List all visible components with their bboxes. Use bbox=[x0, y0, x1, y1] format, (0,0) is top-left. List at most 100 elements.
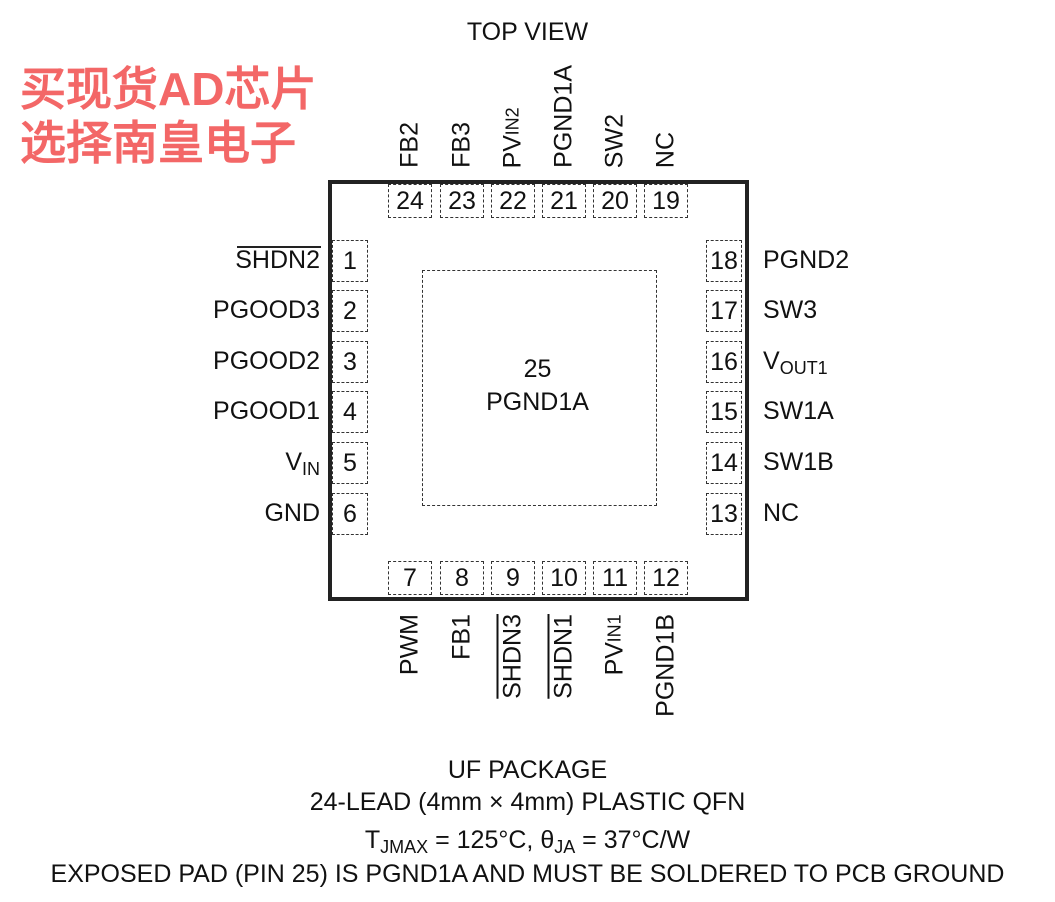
pin-pad-15: 15 bbox=[706, 391, 742, 433]
tj-symbol: T bbox=[364, 826, 381, 854]
tj-subscript: JMAX bbox=[380, 837, 429, 857]
pin-pad-11: 11 bbox=[593, 561, 637, 595]
pin-label-fb1: FB1 bbox=[447, 614, 477, 660]
pin-pad-12: 12 bbox=[644, 561, 688, 595]
pin-number: 2 bbox=[343, 296, 357, 325]
pin-name: PGOOD3 bbox=[213, 296, 320, 324]
pin-pad-8: 8 bbox=[440, 561, 484, 595]
pin-name: FB2 bbox=[395, 122, 424, 168]
pin-pad-17: 17 bbox=[706, 290, 742, 332]
exposed-pad-note: EXPOSED PAD (PIN 25) IS PGND1A AND MUST … bbox=[50, 860, 1005, 888]
pin-subscript: OUT1 bbox=[779, 358, 828, 378]
pin-label-fb3: FB3 bbox=[447, 122, 477, 168]
pin-pad-1: 1 bbox=[332, 240, 368, 282]
pin-number: 16 bbox=[710, 347, 738, 376]
pin-name: SW2 bbox=[600, 113, 629, 168]
pin-name: SHDN3 bbox=[498, 614, 527, 699]
view-title: TOP VIEW bbox=[466, 18, 589, 46]
pin-number: 1 bbox=[343, 246, 357, 275]
pin-number: 10 bbox=[550, 563, 578, 592]
pin-number: 23 bbox=[448, 186, 476, 215]
pin-pad-23: 23 bbox=[440, 184, 484, 218]
pin-label-nc: NC bbox=[651, 132, 681, 168]
pin-subscript: IN bbox=[302, 459, 320, 479]
pin-name: SW1A bbox=[763, 397, 834, 425]
pin-pad-2: 2 bbox=[332, 290, 368, 332]
pin-number: 15 bbox=[710, 397, 738, 426]
pin-pad-14: 14 bbox=[706, 442, 742, 484]
pin-number: 5 bbox=[343, 448, 357, 477]
pin-pad-9: 9 bbox=[491, 561, 535, 595]
pin-label-v: VOUT1 bbox=[763, 347, 828, 379]
pin-number: 18 bbox=[710, 246, 738, 275]
pin-number: 17 bbox=[710, 296, 738, 325]
pin-name: PV bbox=[498, 134, 527, 168]
pin-pad-18: 18 bbox=[706, 240, 742, 282]
pin-label-shdn2: SHDN2 bbox=[120, 246, 320, 275]
pin-name: SW1B bbox=[763, 448, 834, 476]
exposed-pad-number: 25 bbox=[523, 355, 552, 383]
pin-label-nc: NC bbox=[763, 499, 799, 528]
pin-label-sw1a: SW1A bbox=[763, 397, 834, 426]
pin-label-pgood2: PGOOD2 bbox=[120, 347, 320, 376]
pin-name: GND bbox=[264, 499, 320, 527]
pin-name: PWM bbox=[395, 614, 424, 676]
pin-number: 3 bbox=[343, 347, 357, 376]
pin-pad-6: 6 bbox=[332, 493, 368, 535]
pin-name: PV bbox=[600, 642, 629, 676]
pin-number: 12 bbox=[652, 563, 680, 592]
pin-pad-7: 7 bbox=[388, 561, 432, 595]
pin-subscript: IN2 bbox=[502, 106, 523, 135]
thermal-spec: TJMAX = 125°C, θJA = 37°C/W bbox=[0, 826, 1055, 858]
pin-pad-5: 5 bbox=[332, 442, 368, 484]
package-desc: 24-LEAD (4mm × 4mm) PLASTIC QFN bbox=[309, 788, 746, 816]
pin-label-sw1b: SW1B bbox=[763, 448, 834, 477]
pin-number: 8 bbox=[455, 563, 469, 592]
exposed-pad bbox=[422, 270, 657, 506]
pin-label-pgnd1b: PGND1B bbox=[651, 614, 681, 717]
pin-name: SHDN1 bbox=[549, 614, 578, 699]
pin-name: PGOOD1 bbox=[213, 397, 320, 425]
pin-pad-16: 16 bbox=[706, 341, 742, 383]
pin-pad-3: 3 bbox=[332, 341, 368, 383]
watermark: 买现货AD芯片选择南皇电子 bbox=[20, 63, 317, 169]
pin-label-sw2: SW2 bbox=[600, 114, 630, 168]
pin-name: NC bbox=[763, 499, 800, 527]
tj-value: = 125°C, bbox=[428, 826, 541, 854]
pin-pad-20: 20 bbox=[593, 184, 637, 218]
pin-number: 14 bbox=[710, 448, 738, 477]
pin-pad-19: 19 bbox=[644, 184, 688, 218]
pin-name: PGND1B bbox=[651, 614, 680, 717]
pin-name: SHDN2 bbox=[235, 246, 320, 274]
pin-label-v: VIN bbox=[120, 448, 320, 480]
pin-number: 13 bbox=[710, 499, 738, 528]
pin-subscript: IN1 bbox=[604, 614, 625, 643]
pin-label-fb2: FB2 bbox=[395, 122, 425, 168]
pin-label-pgood3: PGOOD3 bbox=[120, 296, 320, 325]
theta-value: = 37°C/W bbox=[575, 826, 691, 854]
pin-number: 11 bbox=[602, 563, 628, 592]
shdn2-overbar bbox=[237, 246, 321, 248]
pin-name: PGND2 bbox=[763, 246, 850, 274]
pin-number: 21 bbox=[550, 186, 578, 215]
pin-label-shdn1: SHDN1 bbox=[549, 614, 579, 699]
pin-number: 19 bbox=[652, 186, 680, 215]
package-name: UF PACKAGE bbox=[447, 756, 608, 784]
pin-pad-22: 22 bbox=[491, 184, 535, 218]
pin-name: SW3 bbox=[763, 296, 818, 324]
theta-subscript: JA bbox=[554, 837, 576, 857]
pin-label-pwm: PWM bbox=[395, 614, 425, 675]
pin-name: V bbox=[763, 347, 780, 375]
chip-body bbox=[328, 180, 749, 601]
pin-name: V bbox=[285, 448, 302, 476]
pin-pad-24: 24 bbox=[388, 184, 432, 218]
pin-name: PGOOD2 bbox=[213, 347, 320, 375]
pin-name: FB1 bbox=[447, 614, 476, 660]
pin-pad-10: 10 bbox=[542, 561, 586, 595]
pin-name: FB3 bbox=[447, 122, 476, 168]
pin-label-pgnd2: PGND2 bbox=[763, 246, 849, 275]
pin-pad-21: 21 bbox=[542, 184, 586, 218]
pin-label-sw3: SW3 bbox=[763, 296, 817, 325]
